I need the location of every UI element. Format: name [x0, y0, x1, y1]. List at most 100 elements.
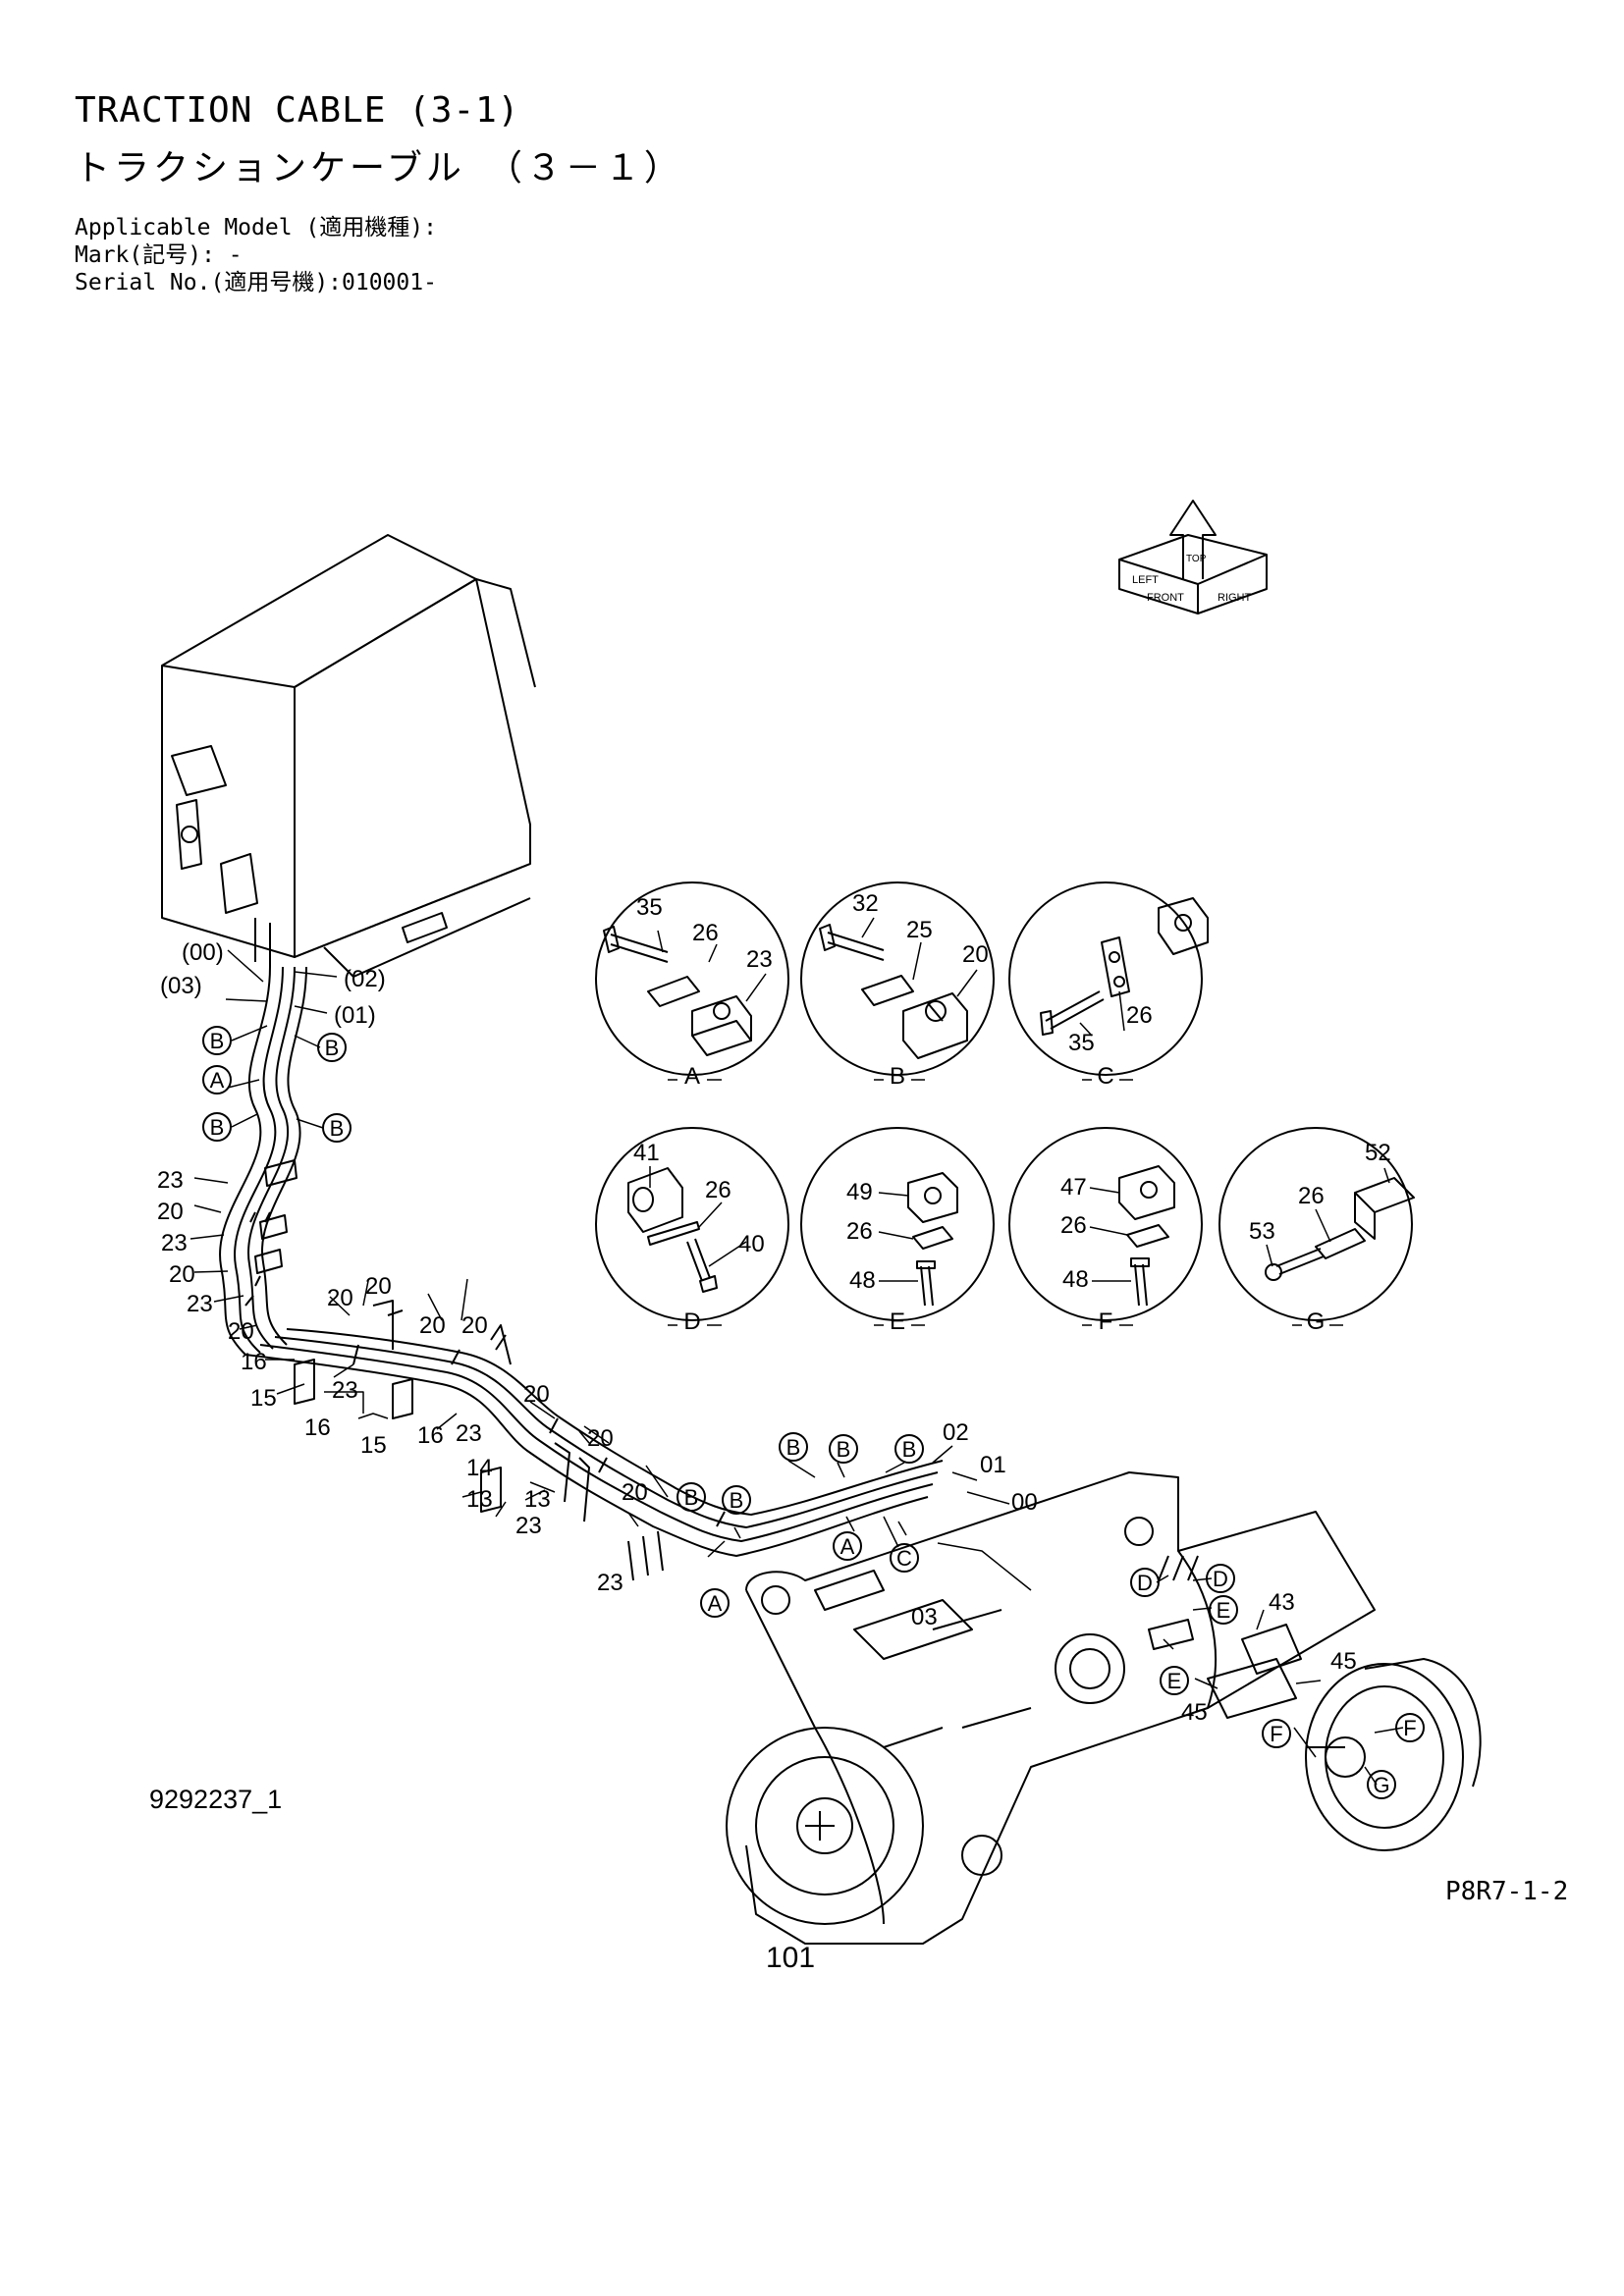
detail-b-letter: B — [890, 1063, 905, 1090]
detail-d-part-1: 41 — [633, 1140, 660, 1166]
detail-f-parts — [1118, 1165, 1175, 1307]
callout-letter: C — [896, 1546, 912, 1571]
detail-e-part-1: 49 — [846, 1179, 873, 1205]
traction-motor-drawing — [726, 1471, 1376, 1945]
callout-letter: B — [730, 1488, 744, 1513]
callout-number: 20 — [622, 1479, 648, 1506]
callout-number: 20 — [587, 1425, 614, 1452]
callout-letter: D — [1213, 1567, 1228, 1591]
detail-a-part-3: 23 — [746, 946, 773, 973]
callout-number: 20 — [169, 1261, 195, 1288]
callout-number: 45 — [1181, 1699, 1208, 1726]
cable-harness-upper — [219, 966, 307, 1356]
page-title: TRACTION CABLE (3-1) — [75, 90, 520, 131]
orientation-label-right: RIGHT — [1218, 592, 1252, 604]
detail-c-parts — [1040, 897, 1209, 1036]
callout-number: 23 — [161, 1230, 188, 1256]
callout-letter: F — [1403, 1716, 1416, 1740]
callout-letter: B — [210, 1115, 225, 1140]
detail-g-letter: G — [1307, 1308, 1326, 1335]
detail-d-letter: D — [683, 1308, 700, 1335]
callout-number: 23 — [332, 1377, 358, 1404]
callout-letter: B — [684, 1485, 699, 1510]
callout-letter: B — [210, 1029, 225, 1053]
callout-number: 13 — [524, 1486, 551, 1513]
callout-number: 23 — [157, 1167, 184, 1194]
detail-b-part-3: 20 — [962, 941, 989, 968]
callout-letter: B — [325, 1036, 340, 1060]
callout-letter: A — [210, 1068, 225, 1093]
callout-number: 15 — [250, 1385, 277, 1412]
clamp-marks — [244, 1159, 726, 1581]
detail-a-part-2: 26 — [692, 920, 719, 946]
callout-03: (03) — [160, 973, 202, 999]
callout-number: 14 — [466, 1455, 493, 1481]
detail-d-parts — [627, 1167, 718, 1293]
callout-letter: F — [1270, 1722, 1282, 1746]
detail-f-part-1: 47 — [1060, 1174, 1087, 1201]
callout-letter: G — [1373, 1773, 1389, 1797]
serial-number-label: Serial No.(適用号機):010001- — [75, 270, 437, 295]
junction-box-drawing — [1148, 1555, 1302, 1719]
callout-03: 03 — [911, 1604, 938, 1630]
detail-e-parts — [907, 1172, 958, 1307]
callout-number: 16 — [304, 1415, 331, 1441]
detail-b-part-2: 25 — [906, 917, 933, 943]
callout-number: 23 — [597, 1570, 623, 1596]
callout-letter: B — [837, 1437, 851, 1462]
callout-number: 16 — [417, 1422, 444, 1449]
callout-02: (02) — [344, 966, 386, 992]
orientation-label-front: FRONT — [1147, 592, 1184, 604]
orientation-label-left: LEFT — [1132, 574, 1159, 586]
callout-number: 20 — [365, 1273, 392, 1300]
callout-number: 23 — [456, 1420, 482, 1447]
detail-b-parts — [819, 924, 968, 1059]
mark-label: Mark(記号): - — [75, 242, 243, 268]
callout-02: 02 — [943, 1419, 969, 1446]
callout-letter: D — [1137, 1571, 1153, 1595]
applicable-model-label: Applicable Model (適用機種): — [75, 215, 437, 240]
detail-f-part-3: 48 — [1062, 1266, 1089, 1293]
detail-b-part-1: 32 — [852, 890, 879, 917]
cable-harness-main — [244, 1328, 944, 1557]
callout-number: 20 — [327, 1285, 353, 1311]
callout-number: 16 — [241, 1349, 267, 1375]
leader-lines — [189, 949, 1404, 1786]
callout-number: 45 — [1330, 1648, 1357, 1675]
detail-c-part-1: 26 — [1126, 1002, 1153, 1029]
callout-number: 20 — [228, 1318, 254, 1345]
callout-01: (01) — [334, 1002, 376, 1029]
page-number: 101 — [766, 1942, 816, 1974]
callout-00: 00 — [1011, 1489, 1038, 1516]
detail-g-parts — [1265, 1177, 1415, 1281]
drawing-number: 9292237_1 — [149, 1785, 283, 1814]
detail-a-part-1: 35 — [636, 894, 663, 921]
callout-number: 23 — [515, 1513, 542, 1539]
clip-callout-circles — [202, 1026, 1425, 1799]
callout-number: 13 — [466, 1486, 493, 1513]
cabinet-drawing — [161, 534, 536, 978]
page-title-japanese: トラクションケーブル （３－１） — [75, 148, 683, 188]
callout-number: 20 — [419, 1312, 446, 1339]
detail-g-part-2: 26 — [1298, 1183, 1325, 1209]
callout-number: 43 — [1269, 1589, 1295, 1616]
callout-number: 23 — [187, 1291, 213, 1317]
callout-letter: A — [840, 1534, 855, 1559]
callout-number: 20 — [461, 1312, 488, 1339]
callout-number: 20 — [157, 1199, 184, 1225]
callout-letter: B — [330, 1116, 345, 1141]
callout-letter: E — [1167, 1669, 1182, 1693]
detail-circles — [595, 881, 1413, 1321]
detail-c-letter: C — [1097, 1063, 1113, 1090]
detail-f-letter: F — [1099, 1308, 1113, 1335]
callout-letter: B — [902, 1437, 917, 1462]
callout-letter: B — [786, 1435, 801, 1460]
orientation-label-top: TOP — [1186, 554, 1207, 564]
detail-e-part-2: 26 — [846, 1218, 873, 1245]
detail-a-letter: A — [684, 1063, 700, 1090]
detail-e-part-3: 48 — [849, 1267, 876, 1294]
wheel-hub-drawing — [1305, 1658, 1482, 1851]
detail-f-part-2: 26 — [1060, 1212, 1087, 1239]
orientation-cube-icon: LEFT FRONT RIGHT TOP — [1118, 500, 1268, 614]
